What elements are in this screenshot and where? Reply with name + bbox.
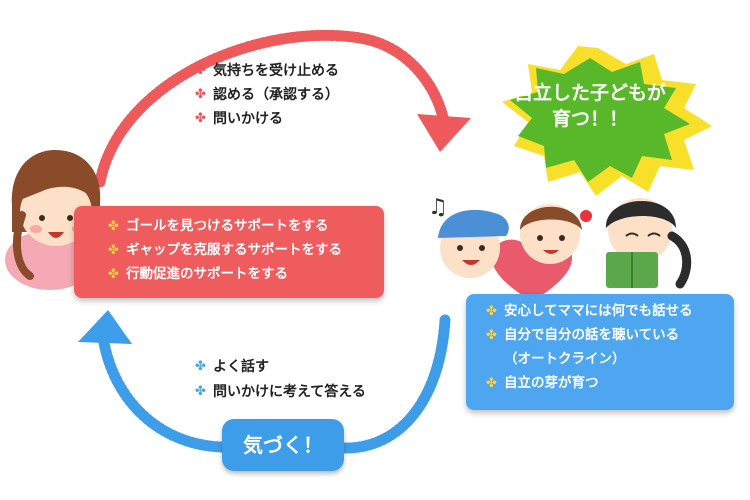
flower-bullet-icon: ✤ (195, 87, 206, 102)
list-item: ✤自立の芽が育つ (486, 375, 599, 391)
flower-bullet-icon: ✤ (195, 63, 206, 78)
burst-green (510, 58, 690, 182)
red-arc-arrow (94, 29, 451, 188)
list-item: ✤よく話す (195, 359, 269, 375)
outcome-list: ✤安心してママには何でも話せる ✤自分で自分の話を聴いている （オートクライン）… (486, 303, 693, 401)
red-arrowhead (417, 114, 471, 152)
list-item-continuation: （オートクライン） (504, 351, 626, 367)
kizuku-badge: 気づく！ (222, 419, 344, 471)
flower-bullet-icon: ✤ (195, 359, 206, 374)
burst-message: 自立した子どもが 育つ！！ (513, 82, 666, 130)
flower-bullet-icon: ✤ (108, 219, 119, 234)
flower-bullet-icon: ✤ (195, 384, 206, 399)
flower-bullet-icon: ✤ (486, 304, 497, 319)
top-action-list: ✤気持ちを受け止める ✤認める（承認する） ✤問いかける (195, 64, 339, 136)
support-list: ✤ゴールを見つけるサポートをする ✤ギャップを克服するサポートをする ✤行動促進… (108, 218, 342, 292)
blue-arc-arrow (336, 314, 451, 454)
list-item: ✤問いかける (195, 111, 283, 127)
list-item: ✤問いかけに考えて答える (195, 384, 366, 400)
list-item: ✤ギャップを克服するサポートをする (108, 242, 342, 258)
list-item: ✤ゴールを見つけるサポートをする (108, 218, 329, 234)
blue-arc-arrow-left (96, 324, 228, 453)
mother-support-box: ✤ゴールを見つけるサポートをする ✤ギャップを克服するサポートをする ✤行動促進… (74, 206, 384, 298)
blue-arrowhead (78, 310, 132, 344)
child-outcome-box: ✤安心してママには何でも話せる ✤自分で自分の話を聴いている （オートクライン）… (466, 294, 734, 410)
bottom-action-list: ✤よく話す ✤問いかけに考えて答える (195, 360, 366, 410)
flower-bullet-icon: ✤ (195, 111, 206, 126)
list-item: ✤自分で自分の話を聴いている (486, 327, 680, 343)
list-item: ✤気持ちを受け止める (195, 63, 339, 79)
flower-bullet-icon: ✤ (486, 328, 497, 343)
list-item: ✤認める（承認する） (195, 87, 339, 103)
flower-bullet-icon: ✤ (108, 267, 119, 282)
flower-bullet-icon: ✤ (486, 376, 497, 391)
svg-text:♫: ♫ (428, 195, 448, 220)
list-item: ✤安心してママには何でも話せる (486, 303, 693, 319)
flower-bullet-icon: ✤ (108, 243, 119, 258)
list-item: ✤行動促進のサポートをする (108, 266, 288, 282)
